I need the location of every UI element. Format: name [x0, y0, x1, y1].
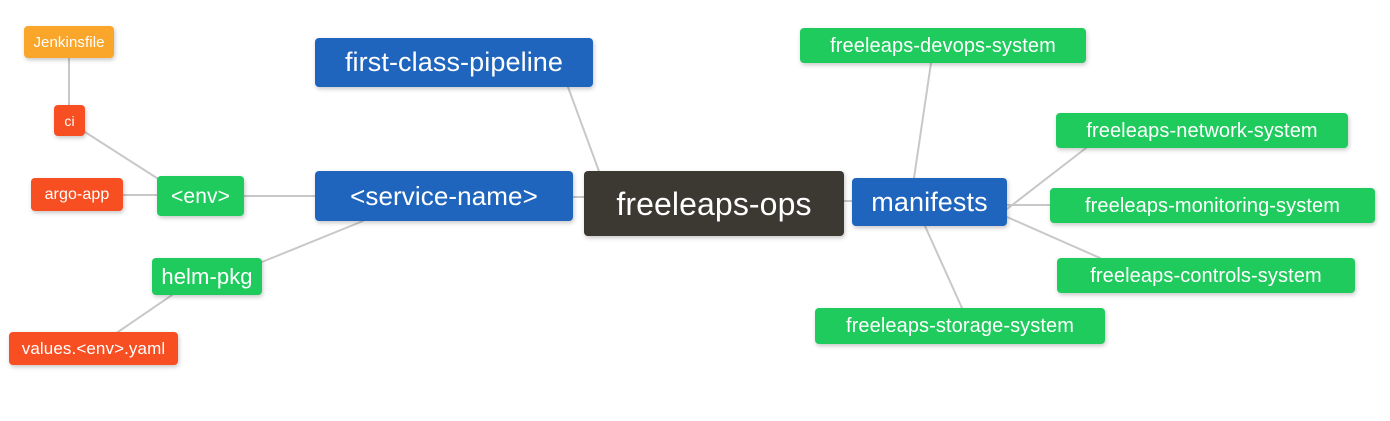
mindmap-edge: [913, 62, 932, 179]
mindmap-node-label: ci: [64, 112, 75, 129]
mindmap-node-freeleaps-controls-system[interactable]: freeleaps-controls-system: [1057, 258, 1355, 293]
mindmap-node-ci[interactable]: ci: [54, 105, 85, 136]
mindmap-node-values-yaml[interactable]: values.<env>.yaml: [9, 332, 178, 365]
mindmap-node-label: values.<env>.yaml: [21, 339, 166, 358]
mindmap-node-label: <env>: [171, 184, 230, 208]
mindmap-node-manifests[interactable]: manifests: [852, 178, 1007, 226]
mindmap-node-first-class-pipeline[interactable]: first-class-pipeline: [315, 38, 593, 87]
mindmap-node-label: freeleaps-network-system: [1086, 119, 1318, 142]
mindmap-node-freeleaps-network-system[interactable]: freeleaps-network-system: [1056, 113, 1348, 148]
mindmap-node-label: freeleaps-ops: [616, 185, 812, 222]
mindmap-node-freeleaps-ops[interactable]: freeleaps-ops: [584, 171, 844, 236]
mindmap-node-label: manifests: [871, 186, 988, 217]
mindmap-node-jenkinsfile[interactable]: Jenkinsfile: [24, 26, 114, 58]
mindmap-node-service-name[interactable]: <service-name>: [315, 171, 573, 221]
mindmap-edge: [1006, 216, 1101, 259]
mindmap-node-freeleaps-monitoring-system[interactable]: freeleaps-monitoring-system: [1050, 188, 1375, 223]
mindmap-node-label: Jenkinsfile: [33, 33, 105, 51]
mindmap-node-freeleaps-storage-system[interactable]: freeleaps-storage-system: [815, 308, 1105, 344]
mindmap-node-argo-app[interactable]: argo-app: [31, 178, 123, 211]
mindmap-edge: [114, 294, 173, 335]
mindmap-edge: [924, 225, 963, 309]
mindmap-node-label: argo-app: [44, 185, 110, 203]
mindmap-node-label: freeleaps-monitoring-system: [1084, 194, 1340, 217]
mindmap-node-label: first-class-pipeline: [344, 47, 564, 77]
mindmap-node-freeleaps-devops-system[interactable]: freeleaps-devops-system: [800, 28, 1086, 63]
mindmap-node-label: freeleaps-storage-system: [845, 315, 1075, 337]
mindmap-edge: [84, 131, 161, 181]
mindmap-node-label: freeleaps-controls-system: [1090, 264, 1322, 287]
mindmap-node-helm-pkg[interactable]: helm-pkg: [152, 258, 262, 295]
mindmap-node-label: helm-pkg: [161, 263, 253, 289]
mindmap-node-label: <service-name>: [350, 181, 538, 211]
mindmap-node-label: freeleaps-devops-system: [830, 34, 1056, 57]
mindmap-edge: [261, 220, 364, 263]
mindmap-edge: [567, 86, 601, 175]
mindmap-node-env[interactable]: <env>: [157, 176, 244, 216]
